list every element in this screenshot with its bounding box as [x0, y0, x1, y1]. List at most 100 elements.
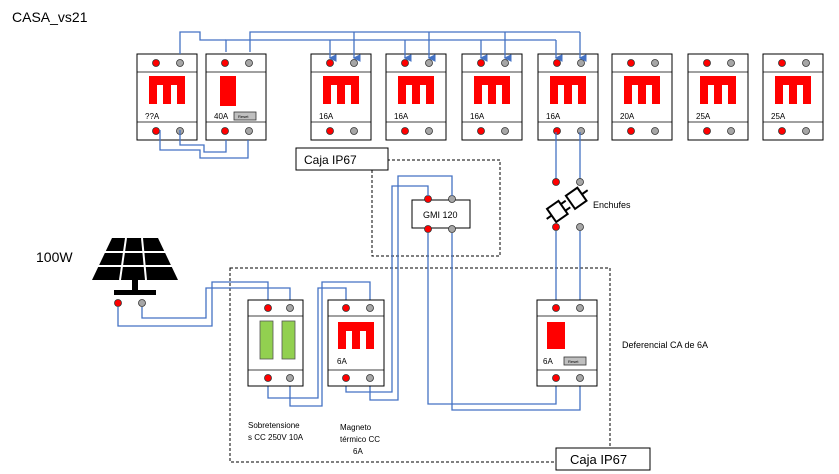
plug-terminal-bottom-red [552, 223, 560, 231]
box-bottom-label: Caja IP67 [570, 452, 627, 467]
box-bottom-label-frame [555, 447, 651, 471]
terminal-grey [245, 127, 253, 135]
terminal-grey [577, 59, 585, 67]
breaker-rating: 16A [319, 112, 334, 121]
surge-protector [247, 299, 304, 387]
panel-power-label: 100W [36, 249, 73, 265]
terminal-red [401, 59, 409, 67]
terminal-red [221, 59, 229, 67]
terminal-red [553, 59, 561, 67]
gmi-terminal-bottom-grey [448, 225, 456, 233]
breaker-2: Reset 40A [205, 53, 267, 141]
terminal-red [778, 127, 786, 135]
terminal-red [477, 127, 485, 135]
terminal-red [152, 127, 160, 135]
plugs-label: Enchufes [593, 200, 631, 210]
terminal-grey [245, 59, 253, 67]
breaker-rating: 16A [470, 112, 485, 121]
gmi-terminal-bottom-red [424, 225, 432, 233]
breaker-lever [624, 76, 660, 104]
terminal-grey [802, 59, 810, 67]
box-top-outline [371, 159, 501, 257]
reset-label: Reset [238, 114, 249, 119]
breaker-rating: 16A [394, 112, 409, 121]
breaker-7: 20A [611, 53, 673, 141]
terminal-grey [350, 59, 358, 67]
reset-button [233, 111, 257, 121]
breaker-4: 16A [385, 53, 447, 141]
terminal-grey [651, 127, 659, 135]
panel-terminal-red [114, 299, 122, 307]
terminal-grey [577, 127, 585, 135]
terminal-grey [802, 127, 810, 135]
breaker-lever [398, 76, 434, 104]
terminal-red [703, 59, 711, 67]
terminal-red [326, 59, 334, 67]
terminal-grey [727, 127, 735, 135]
terminal-red [221, 127, 229, 135]
diff-rating: 6A [543, 357, 553, 366]
plug-terminal-bottom-grey [576, 223, 584, 231]
terminal-grey [501, 127, 509, 135]
breaker-6: 16A [537, 53, 599, 141]
panel-terminal-grey [138, 299, 146, 307]
surge-label: Sobretensione s CC 250V 10A [248, 421, 304, 442]
diff-ca-label: Deferencial CA de 6A [622, 340, 708, 350]
breaker-3: 16A [310, 53, 372, 141]
ac-differential: Reset 6A [536, 299, 598, 387]
terminal-grey [176, 59, 184, 67]
terminal-red [477, 59, 485, 67]
breaker-1: ??A [136, 53, 198, 141]
breaker-rating: 16A [546, 112, 561, 121]
terminal-grey [425, 127, 433, 135]
terminal-grey [425, 59, 433, 67]
breaker-lever [323, 76, 359, 104]
terminal-red [778, 59, 786, 67]
breaker-lever [220, 76, 236, 106]
terminal-red [401, 127, 409, 135]
box-bottom-outline [229, 267, 611, 463]
terminal-grey [350, 127, 358, 135]
breaker-rating: 25A [696, 112, 711, 121]
breaker-lever [474, 76, 510, 104]
box-top-label-frame [295, 147, 389, 171]
terminal-red [553, 127, 561, 135]
terminal-grey [727, 59, 735, 67]
terminal-grey [651, 59, 659, 67]
gmi-terminal-top-red [424, 195, 432, 203]
terminal-red [627, 127, 635, 135]
breaker-rating: 20A [620, 112, 635, 121]
plug-terminal-top-red [552, 178, 560, 186]
gmi-box [411, 199, 471, 229]
breaker-rating: 40A [214, 112, 229, 121]
diff-reset-label: Reset [568, 359, 579, 364]
mag-label: Magneto térmico CC 6A [340, 423, 382, 456]
top-bus-wires [159, 31, 587, 180]
mag-rating: 6A [337, 357, 347, 366]
breaker-rack: ??A Reset 40A 16A 16A 16A 16A 20A 25A 25A [136, 53, 824, 141]
diagram-title: CASA_vs21 [12, 9, 88, 25]
solar-panel-icon [92, 237, 178, 295]
terminal-grey [501, 59, 509, 67]
plug-icon [545, 186, 589, 224]
terminal-red [152, 59, 160, 67]
terminal-red [703, 127, 711, 135]
breaker-9: 25A [762, 53, 824, 141]
breaker-lever [775, 76, 811, 104]
box-top-label: Caja IP67 [304, 153, 357, 167]
gmi-label: GMI 120 [423, 210, 458, 220]
bottom-wires [117, 175, 581, 411]
breaker-lever [149, 76, 185, 104]
gmi-terminal-top-grey [448, 195, 456, 203]
breaker-rating: ??A [145, 112, 160, 121]
breaker-lever [550, 76, 586, 104]
terminal-red [326, 127, 334, 135]
magnetothermic-breaker: 6A [327, 299, 385, 387]
breaker-5: 16A [461, 53, 523, 141]
terminal-red [627, 59, 635, 67]
breaker-lever [700, 76, 736, 104]
breaker-rating: 25A [771, 112, 786, 121]
breaker-8: 25A [687, 53, 749, 141]
plug-terminal-top-grey [576, 178, 584, 186]
